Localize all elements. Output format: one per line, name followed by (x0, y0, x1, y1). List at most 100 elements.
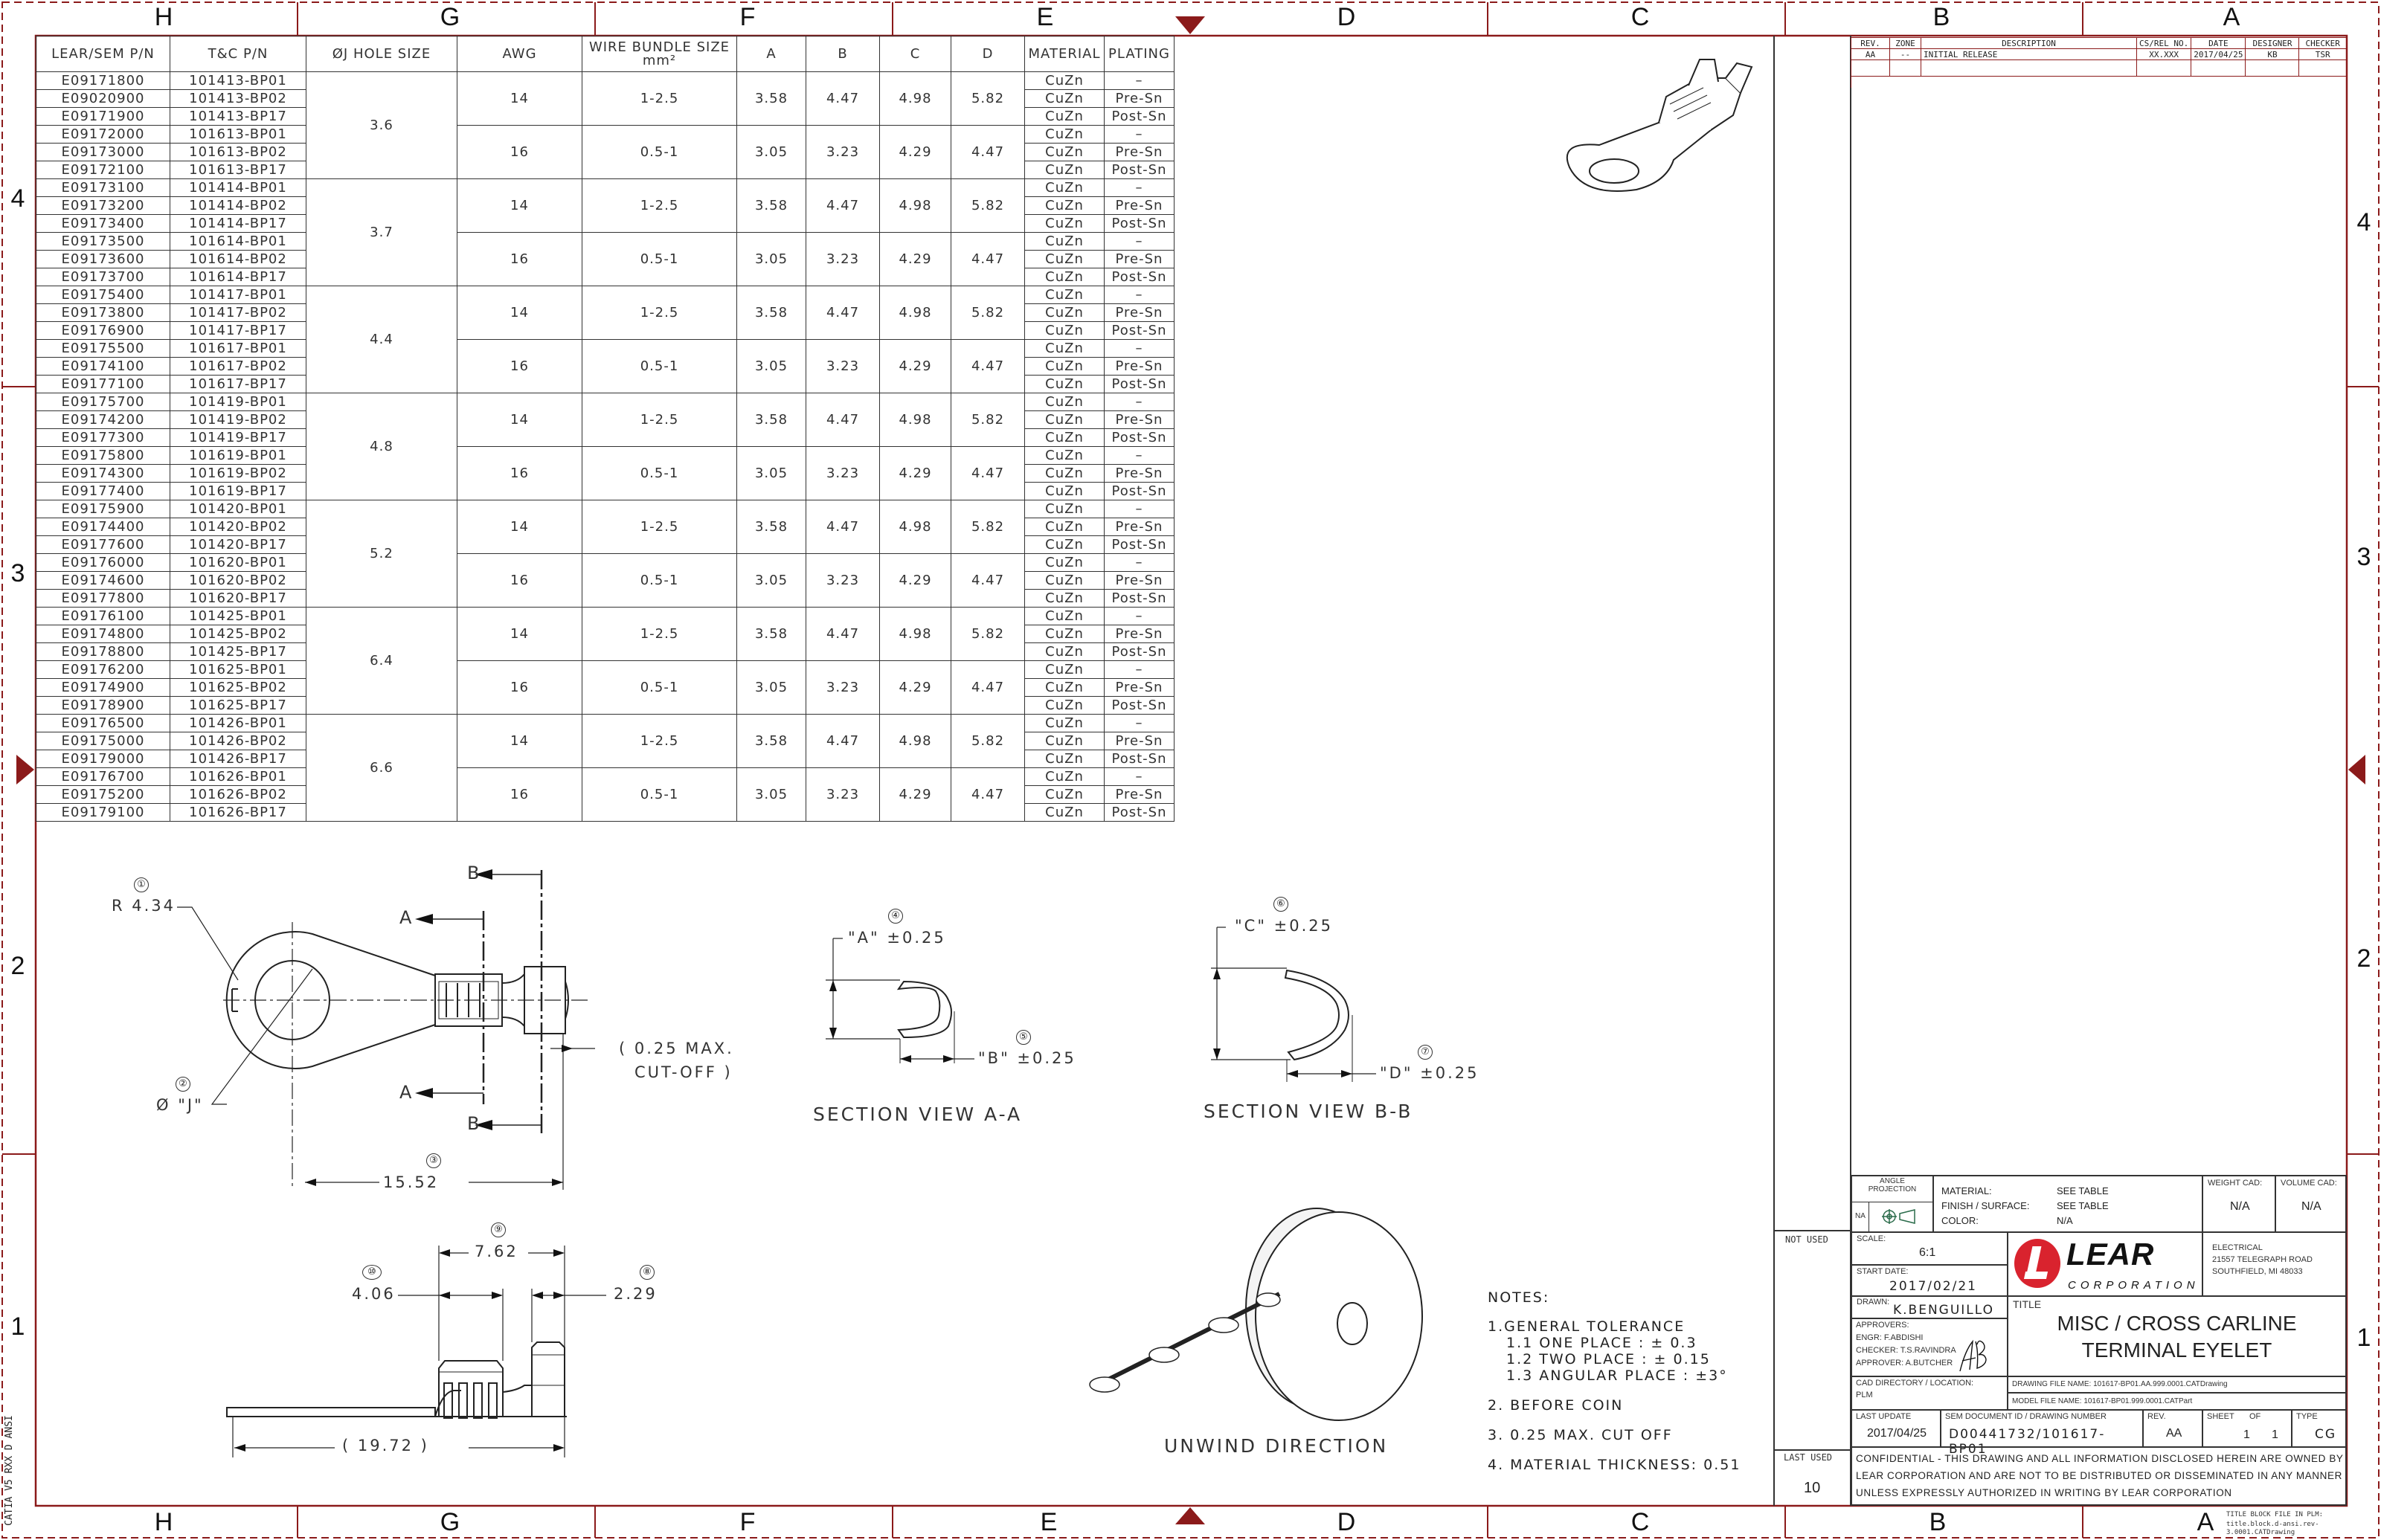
lear-part-number: E09179000 (36, 750, 170, 768)
dim-d: 5.82 (951, 178, 1025, 233)
wire-bundle-size: 1-2.5 (582, 393, 737, 447)
row-label-left: 4 (10, 184, 25, 213)
tc-part-number: 101413-BP17 (170, 107, 306, 126)
tc-part-number: 101413-BP01 (170, 71, 306, 90)
rev-label: REV. (2147, 1412, 2166, 1421)
confidential-line: LEAR CORPORATION AND ARE NOT TO BE DISTR… (1856, 1470, 2342, 1481)
wire-bundle-size: 0.5-1 (582, 660, 737, 715)
cutoff-note: ( 0.25 MAX. (619, 1040, 734, 1057)
plating: Post-Sn (1104, 268, 1175, 286)
dim-a: 3.05 (736, 232, 806, 286)
plating: – (1104, 339, 1175, 358)
hole-size: 6.6 (306, 714, 457, 822)
lear-logo: LEAR CORPORATION (2007, 1231, 2203, 1297)
dim-a: 3.58 (736, 607, 806, 661)
lear-part-number: E09175400 (36, 286, 170, 304)
row-label-left: 2 (10, 952, 25, 980)
wire-bundle-size: 0.5-1 (582, 232, 737, 286)
cad-directory-value: PLM (1856, 1391, 1873, 1399)
material: CuZn (1024, 339, 1105, 358)
awg: 16 (457, 125, 582, 179)
plating: Post-Sn (1104, 589, 1175, 608)
document-id-cell: SEM DOCUMENT ID / DRAWING NUMBER D004417… (1940, 1409, 2144, 1457)
tc-part-number: 101426-BP02 (170, 732, 306, 750)
tc-part-number: 101425-BP01 (170, 607, 306, 625)
callout-5: ⑤ (1016, 1030, 1031, 1045)
tc-part-number: 101625-BP02 (170, 678, 306, 697)
tc-part-number: 101414-BP17 (170, 214, 306, 233)
dimension-7-62: 7.62 (475, 1243, 518, 1260)
dimension-d: "D" ±0.25 (1380, 1064, 1479, 1082)
dim-b: 3.23 (806, 125, 880, 179)
dim-d: 5.82 (951, 714, 1025, 768)
dim-b: 3.23 (806, 660, 880, 715)
dim-b: 3.23 (806, 232, 880, 286)
address-line: 21557 TELEGRAPH ROAD (2212, 1255, 2313, 1264)
material: CuZn (1024, 785, 1105, 804)
approvers-label: APPROVERS: (1856, 1321, 1909, 1330)
material: CuZn (1024, 303, 1105, 322)
side-label: CATIA V5 RXX D ANSI (3, 1415, 15, 1526)
tc-part-number: 101620-BP01 (170, 553, 306, 572)
hole-size: 5.2 (306, 500, 457, 608)
lear-part-number: E09174400 (36, 518, 170, 536)
lear-part-number: E09177800 (36, 589, 170, 608)
dim-a: 3.58 (736, 714, 806, 768)
hole-size: 4.8 (306, 393, 457, 500)
dim-a: 3.05 (736, 660, 806, 715)
dimension-arrowheads (234, 968, 1352, 1452)
wire-bundle-label: WIRE BUNDLE SIZE (588, 39, 730, 55)
material: CuZn (1024, 268, 1105, 286)
start-date-label: START DATE: (1857, 1267, 1909, 1276)
dimension-b: "B" ±0.25 (978, 1049, 1076, 1067)
material: CuZn (1024, 518, 1105, 536)
weight-label: WEIGHT CAD: (2208, 1179, 2263, 1188)
plating: – (1104, 767, 1175, 786)
dim-a: 3.58 (736, 71, 806, 126)
plating: Pre-Sn (1104, 410, 1175, 429)
title-label: TITLE (2013, 1298, 2042, 1310)
dim-a: 3.58 (736, 286, 806, 340)
lear-logo-mark (2014, 1239, 2060, 1288)
material: CuZn (1024, 446, 1105, 465)
material: CuZn (1024, 107, 1105, 126)
awg: 14 (457, 607, 582, 661)
drawn-label: DRAWN: (1857, 1298, 1890, 1307)
last-update-cell: LAST UPDATE 2017/04/25 (1851, 1409, 1941, 1448)
material: CuZn (1024, 500, 1105, 518)
plating: Pre-Sn (1104, 143, 1175, 161)
dim-b: 4.47 (806, 286, 880, 340)
plating: – (1104, 553, 1175, 572)
approver-engr: ENGR: F.ABDISHI (1856, 1333, 1924, 1342)
hole-size: 3.7 (306, 178, 457, 286)
material: CuZn (1024, 696, 1105, 715)
zone-label-bottom: D (1337, 1508, 1356, 1536)
material: CuZn (1024, 714, 1105, 732)
material: CuZn (1024, 571, 1105, 590)
dim-d: 5.82 (951, 286, 1025, 340)
dim-c: 4.29 (879, 446, 951, 500)
plating: Pre-Sn (1104, 625, 1175, 643)
revision-table: REV. ZONE DESCRIPTION CS/REL NO. DATE DE… (1851, 37, 2347, 88)
dim-d: 4.47 (951, 553, 1025, 608)
plating: Pre-Sn (1104, 357, 1175, 376)
material-cell: MATERIAL: SEE TABLE FINISH / SURFACE: SE… (1932, 1175, 2203, 1233)
lear-part-number: E09175900 (36, 500, 170, 518)
section-b-label: B (467, 1113, 482, 1134)
material: CuZn (1024, 607, 1105, 625)
material: CuZn (1024, 71, 1105, 90)
drawn-cell: DRAWN: K.BENGUILLO (1851, 1295, 2008, 1319)
material-value: SEE TABLE (2057, 1185, 2109, 1196)
tc-part-number: 101613-BP01 (170, 125, 306, 144)
start-date-value: 2017/02/21 (1889, 1279, 1977, 1294)
material: CuZn (1024, 732, 1105, 750)
dim-d: 5.82 (951, 71, 1025, 126)
weight-value: N/A (2230, 1200, 2250, 1213)
